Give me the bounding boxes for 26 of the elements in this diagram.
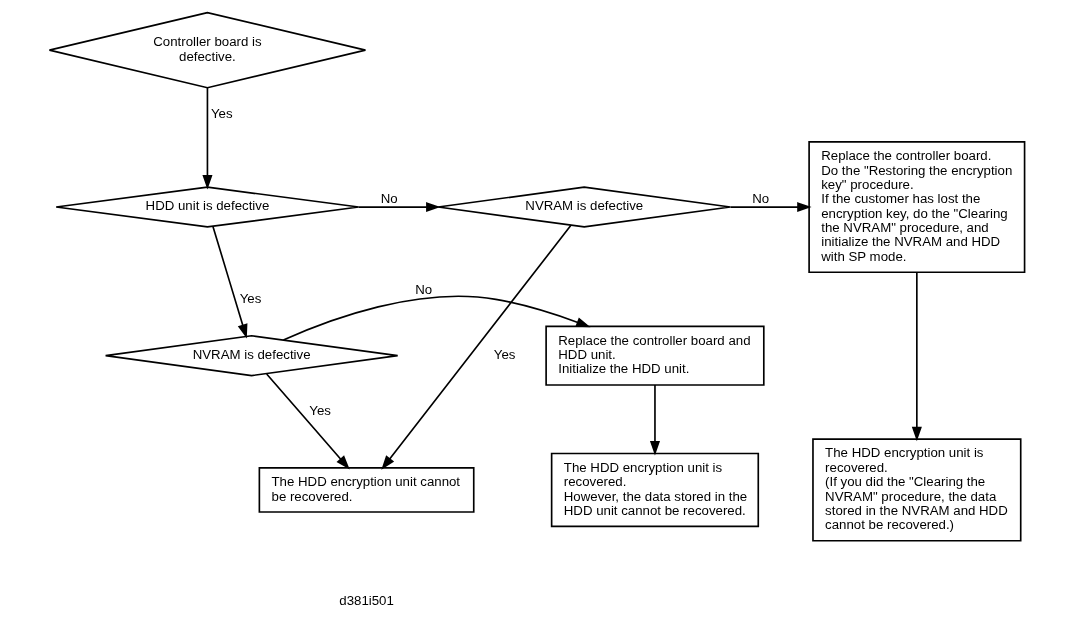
node-box: The HDD encryption unit is recovered. However, the data stored in the HDD unit cannot be recovered. [550, 452, 760, 528]
arrow [265, 373, 350, 470]
edge-label: No [380, 191, 398, 207]
node-box: The HDD encryption unit is recovered. (If you did the "Clearing the NVRAM" procedure, the data stored in the NVRAM and HDD cannot be recovered.) [812, 438, 1022, 542]
edge-label: No [752, 191, 770, 207]
arrow [649, 384, 660, 456]
arrow [282, 295, 591, 341]
edge-label: Yes [493, 347, 516, 363]
arrow [357, 202, 441, 213]
label: d381i501 [339, 592, 394, 608]
edge-label: Yes [210, 106, 233, 122]
arrow [212, 225, 248, 339]
edge-label: Yes [239, 290, 262, 306]
arrow [729, 202, 812, 213]
node-diamond: HDD unit is defective [55, 186, 360, 228]
arrow [381, 224, 572, 470]
node-diamond: NVRAM is defective [437, 186, 732, 228]
node-box: Replace the controller board and HDD unit. Initialize the HDD unit. [545, 325, 765, 386]
edge-label: Yes [309, 403, 331, 419]
arrow [911, 271, 922, 442]
edge-label: No [415, 281, 433, 297]
node-box: The HDD encryption unit cannot be recovered. [258, 467, 475, 513]
node-diamond: Controller board is defective. [48, 11, 367, 89]
arrow [202, 87, 213, 190]
node-box: Replace the controller board. Do the "Restoring the encryption key" procedure. If the customer has lost the encryption key, do the "Clearing the NVRAM" procedure, and initialize the NVRAM and HDD with SP mode. [808, 141, 1026, 274]
node-diamond: NVRAM is defective [104, 334, 399, 377]
